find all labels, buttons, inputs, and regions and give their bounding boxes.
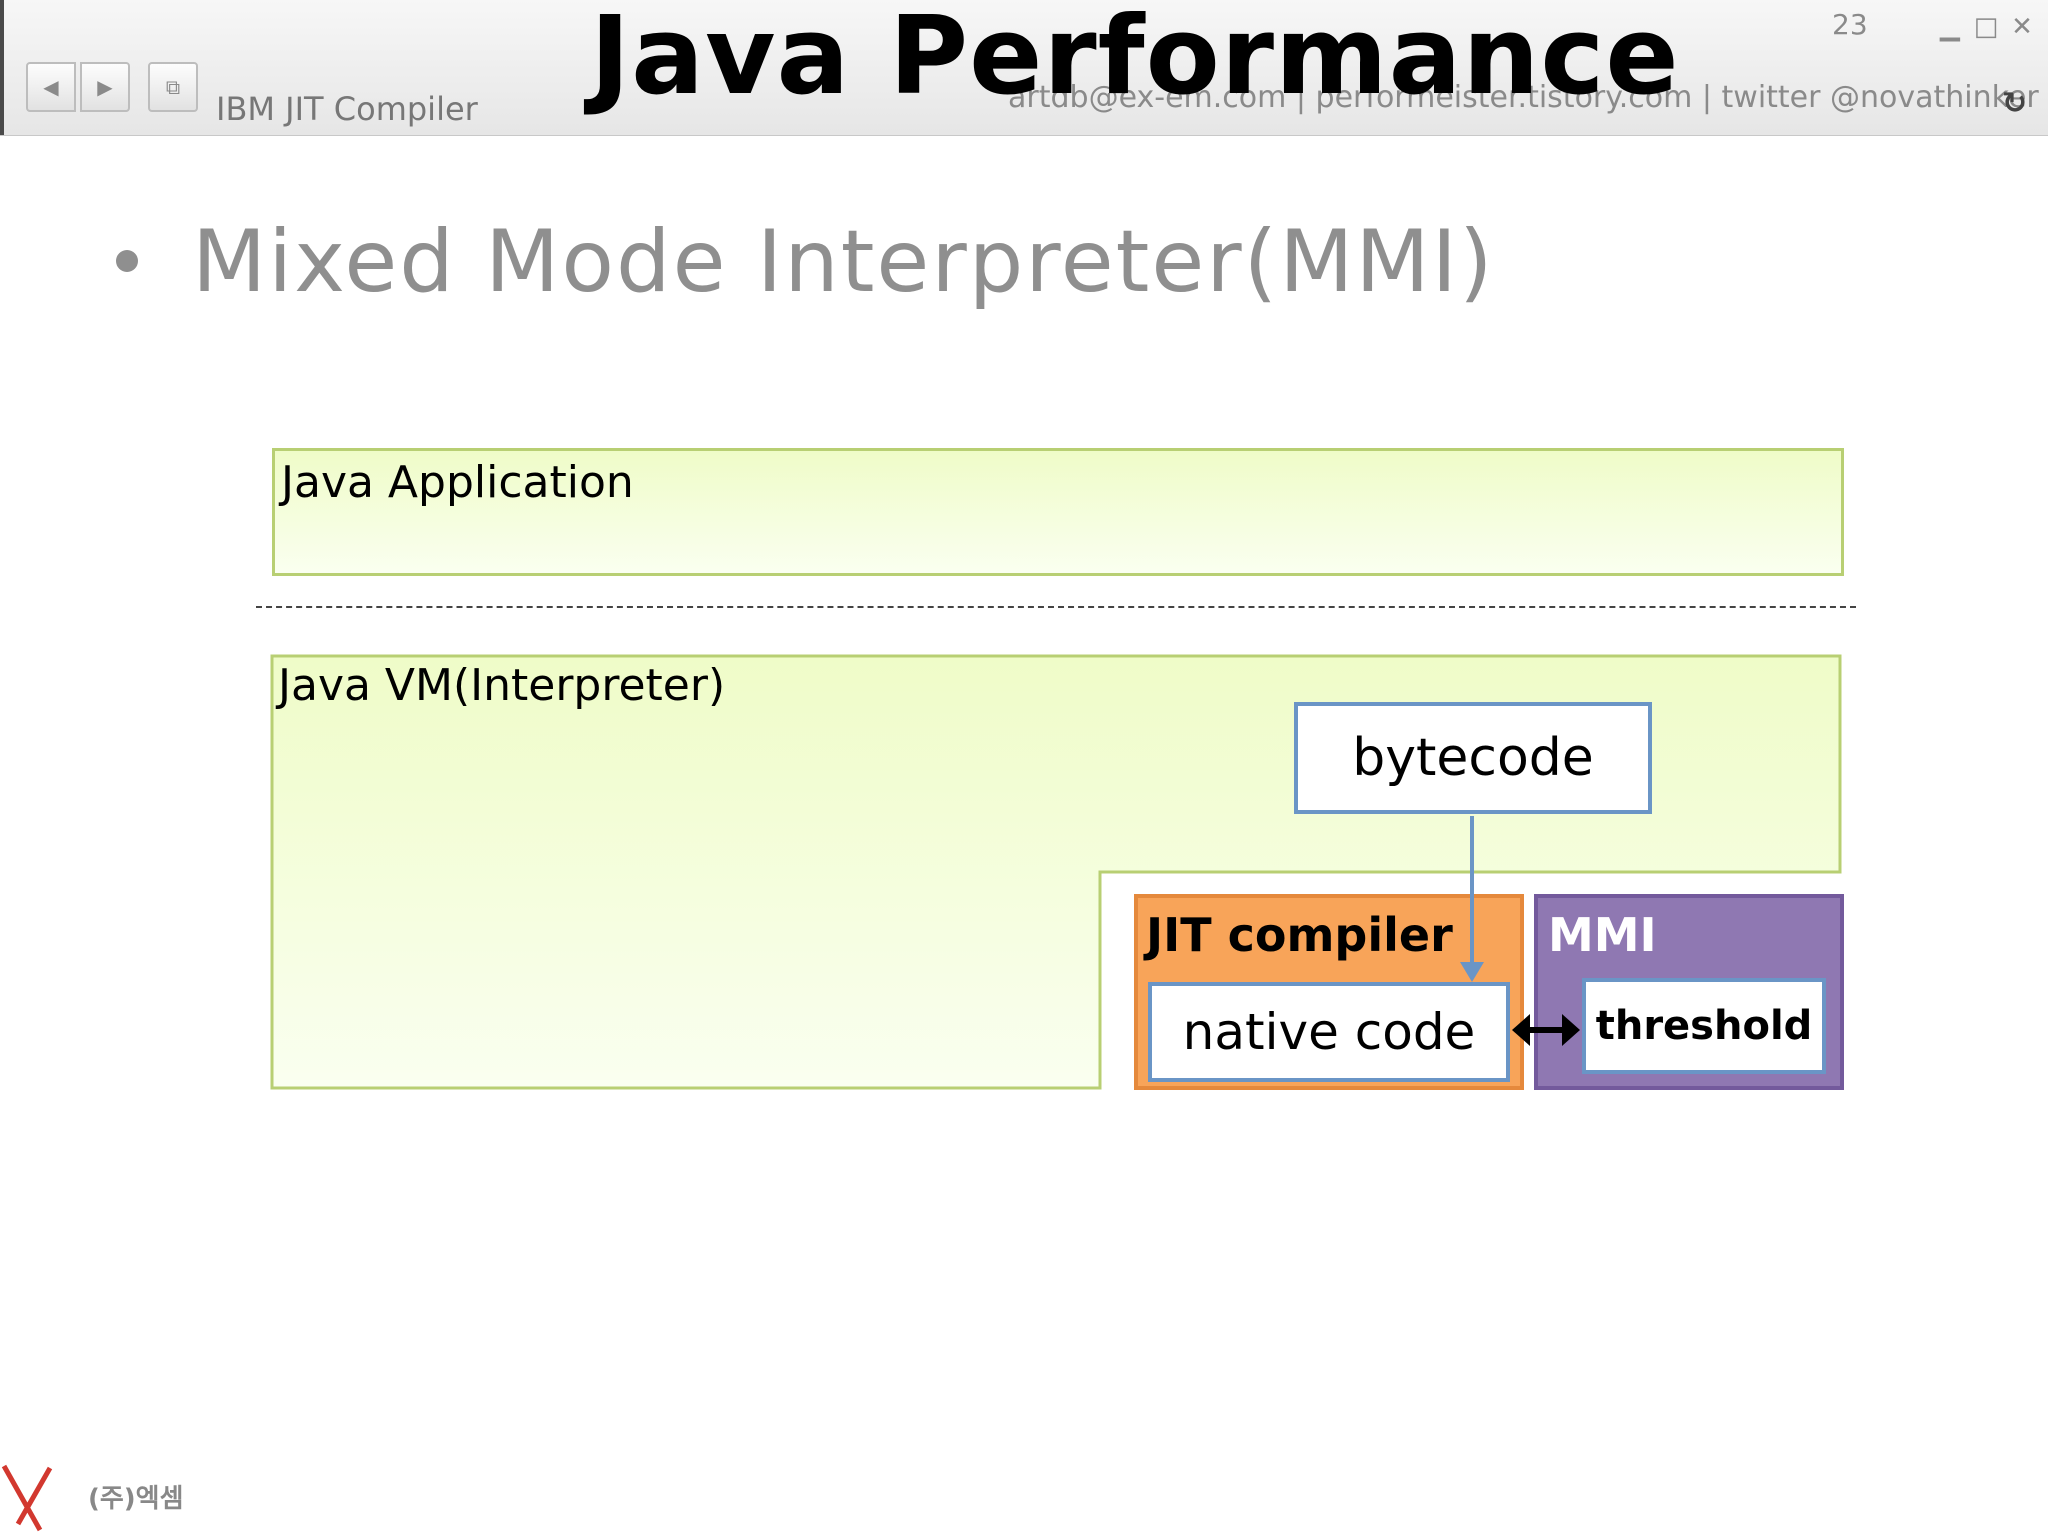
company-logo [1, 1464, 53, 1532]
slide-overview-button[interactable]: ⧉ [148, 62, 198, 112]
java-vm-label: Java VM(Interpreter) [278, 660, 726, 711]
section-label: IBM JIT Compiler [216, 90, 478, 128]
close-icon[interactable]: ✕ [2011, 12, 2033, 42]
triangle-right-icon: ▶ [97, 75, 113, 99]
native-arrow-head-left [1512, 1014, 1530, 1046]
slide-title: Java Performance [590, 0, 1680, 119]
author-contact: artdb@ex-em.com | performeister.tistory.… [1008, 80, 2039, 115]
bytecode-box: bytecode [1294, 702, 1652, 814]
screens-icon: ⧉ [165, 75, 181, 99]
native-code-box: native code [1148, 982, 1510, 1082]
bytecode-arrow-head [1460, 962, 1484, 982]
header-edge [0, 0, 4, 135]
threshold-arrow-head-right [1562, 1014, 1580, 1046]
threshold-label: threshold [1595, 1003, 1813, 1049]
threshold-box: threshold [1582, 978, 1826, 1074]
minimize-icon[interactable]: ▁ [1940, 12, 1960, 42]
page-number: 23 [1832, 8, 1868, 41]
layer-divider [256, 606, 1856, 608]
java-application-box: Java Application [272, 448, 1844, 576]
native-code-label: native code [1182, 1003, 1476, 1061]
company-logo-text: (주)엑셈 [88, 1484, 184, 1514]
mmi-label: MMI [1548, 908, 1657, 962]
bullet-dot [116, 250, 138, 272]
jit-compiler-label: JIT compiler [1146, 908, 1453, 962]
refresh-icon[interactable]: ↻ [2002, 86, 2028, 121]
triangle-left-icon: ◀ [43, 75, 59, 99]
bytecode-label: bytecode [1352, 728, 1594, 788]
maximize-icon[interactable]: □ [1973, 12, 1999, 42]
prev-slide-button[interactable]: ◀ [26, 62, 76, 112]
bullet-text: Mixed Mode Interpreter(MMI) [192, 212, 1495, 312]
java-application-label: Java Application [281, 457, 634, 508]
slide-header-bar: ◀ ▶ ⧉ IBM JIT Compiler artdb@ex-em.com |… [0, 0, 2048, 136]
logo-x-mark [1, 1464, 53, 1532]
next-slide-button[interactable]: ▶ [80, 62, 130, 112]
